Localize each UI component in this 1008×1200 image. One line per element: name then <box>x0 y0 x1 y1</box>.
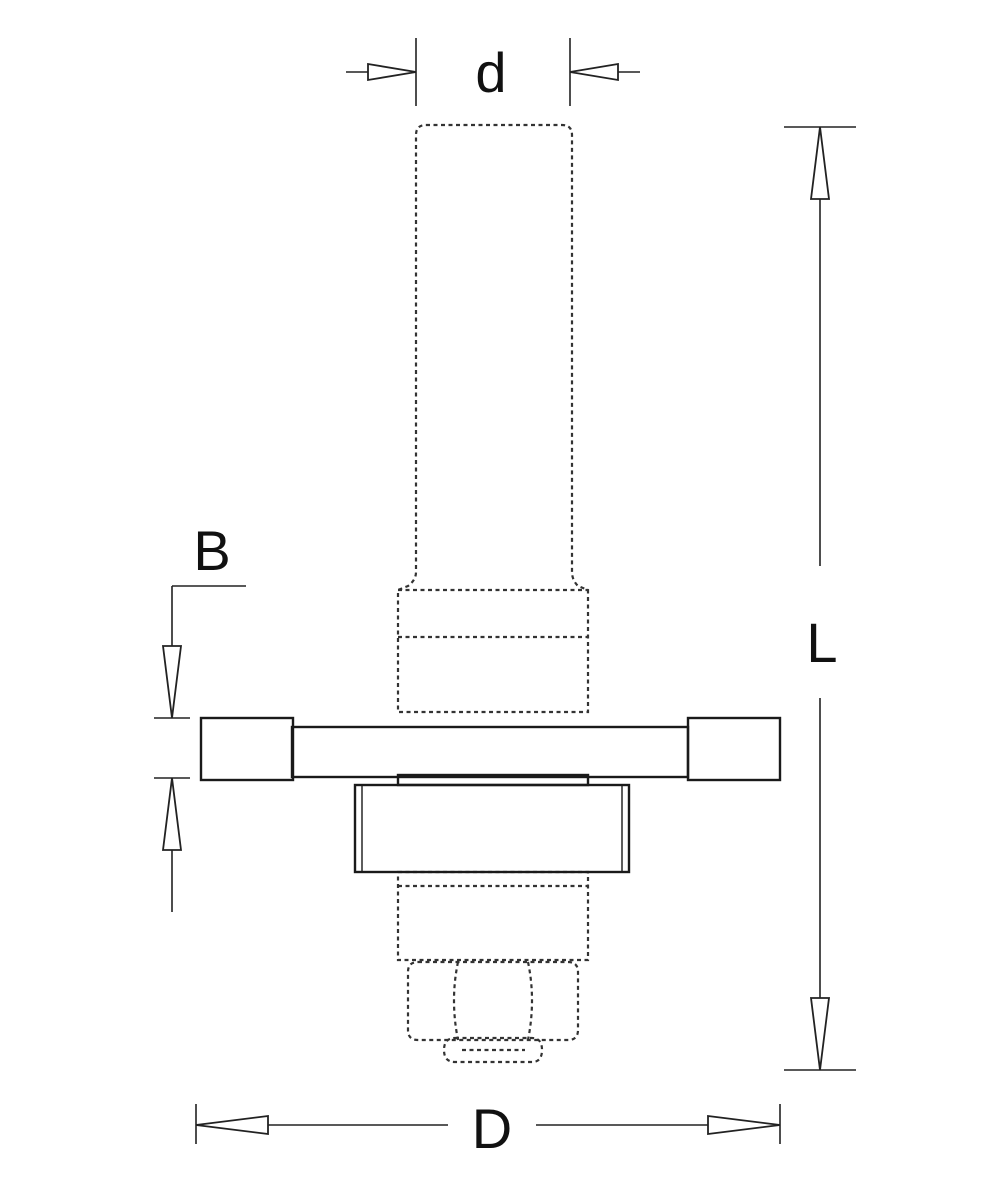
label-l: L <box>806 611 837 674</box>
arrow-up-icon <box>161 777 183 851</box>
arrow-down-icon <box>161 645 183 719</box>
dimension-l: L <box>784 126 856 1071</box>
dimension-b: B <box>154 519 246 912</box>
shank-hidden-outline <box>396 123 590 714</box>
cutter-body <box>199 716 782 874</box>
nut-hidden-outline <box>406 960 580 1064</box>
arbor-lower-hidden-outline <box>396 870 590 962</box>
arrow-right-icon <box>367 62 417 82</box>
arrow-up-icon <box>809 126 831 200</box>
arrow-down-icon <box>809 997 831 1071</box>
label-dd: D <box>472 1097 512 1160</box>
arrow-left-icon <box>569 62 619 82</box>
label-b: B <box>193 519 230 582</box>
arrow-right-icon <box>707 1114 781 1136</box>
arrow-left-icon <box>195 1114 269 1136</box>
dimension-d: d <box>346 38 640 106</box>
label-d: d <box>475 41 506 104</box>
dimension-dd: D <box>195 1097 781 1160</box>
